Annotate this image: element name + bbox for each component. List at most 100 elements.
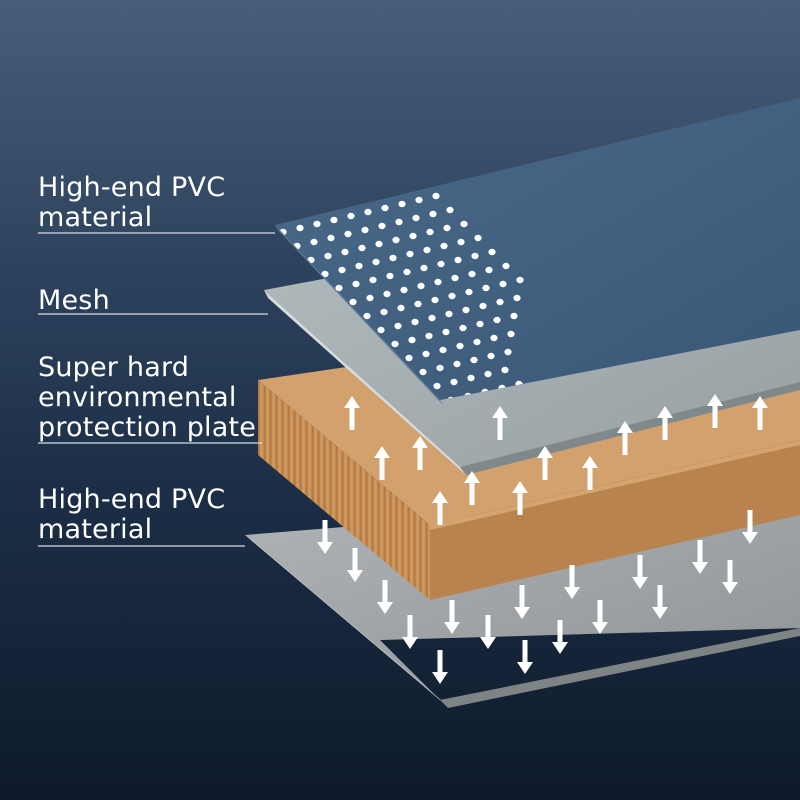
dot (510, 312, 518, 320)
dot (493, 316, 501, 324)
dot (432, 192, 440, 200)
dot (499, 280, 507, 288)
up-arrows (344, 394, 768, 525)
down-arrow-icon (377, 580, 393, 614)
dot (381, 204, 389, 212)
dot (358, 244, 366, 252)
dot (429, 210, 437, 218)
dot (470, 356, 478, 364)
dot (372, 258, 380, 266)
dot (513, 294, 521, 302)
dot (496, 298, 504, 306)
dot (347, 212, 355, 220)
dot (474, 234, 482, 242)
dot (448, 292, 456, 300)
dot (442, 328, 450, 336)
dot (450, 378, 458, 386)
dot (420, 264, 428, 272)
dot (330, 216, 338, 224)
down-arrow-icon (564, 565, 580, 599)
dot (397, 304, 405, 312)
up-arrow-icon (582, 456, 598, 490)
dot (405, 354, 413, 362)
dot (439, 346, 447, 354)
down-arrow-icon (652, 585, 668, 619)
down-arrow-icon (742, 510, 758, 544)
dot (403, 268, 411, 276)
dot (446, 206, 454, 214)
dot (406, 250, 414, 258)
dot (426, 228, 434, 236)
dot (391, 340, 399, 348)
dot (456, 342, 464, 350)
dot (338, 266, 346, 274)
top-pvc-layer (275, 98, 800, 406)
down-arrow-icon (592, 600, 608, 634)
down-arrow-icon (317, 520, 333, 554)
up-arrow-icon (464, 471, 480, 505)
dot (504, 348, 512, 356)
dot (378, 222, 386, 230)
dot (465, 288, 473, 296)
dot (335, 284, 343, 292)
dot (462, 306, 470, 314)
down-arrow-icon (722, 560, 738, 594)
dot (485, 266, 493, 274)
dot (507, 330, 515, 338)
label-plate: Super hard environmental protection plat… (38, 352, 257, 443)
up-arrow-icon (617, 421, 633, 455)
dot (366, 294, 374, 302)
dot (364, 208, 372, 216)
dot (488, 248, 496, 256)
dot (395, 218, 403, 226)
dot (321, 270, 329, 278)
dot (414, 300, 422, 308)
dot (453, 360, 461, 368)
down-arrow-icon (444, 600, 460, 634)
dot (408, 336, 416, 344)
label-bottom-pvc: High-end PVC material (38, 484, 226, 545)
dot (502, 262, 510, 270)
dot (484, 370, 492, 378)
up-arrow-icon (492, 406, 508, 440)
dot (411, 318, 419, 326)
dot (409, 232, 417, 240)
dot (459, 324, 467, 332)
dot (490, 334, 498, 342)
up-arrow-icon (537, 446, 553, 480)
dot (440, 242, 448, 250)
label-mesh: Mesh (38, 285, 110, 316)
dot (324, 252, 332, 260)
dot (313, 220, 321, 228)
dot (310, 238, 318, 246)
dot (443, 224, 451, 232)
down-arrow-icon (692, 540, 708, 574)
down-arrow-icon (517, 640, 533, 674)
dot (436, 364, 444, 372)
down-arrow-icon (552, 620, 568, 654)
dot (419, 368, 427, 376)
dot (479, 302, 487, 310)
dot (434, 278, 442, 286)
dot (392, 236, 400, 244)
dot (516, 276, 524, 284)
dot (349, 298, 357, 306)
dot (422, 350, 430, 358)
dot (296, 224, 304, 232)
dot (398, 200, 406, 208)
dot (482, 284, 490, 292)
dot (460, 220, 468, 228)
dot (471, 252, 479, 260)
dot (355, 262, 363, 270)
up-arrow-icon (432, 491, 448, 525)
leader-lines (38, 232, 275, 547)
dot (383, 290, 391, 298)
dot (423, 246, 431, 254)
down-arrow-icon (347, 548, 363, 582)
dot (361, 226, 369, 234)
dot (380, 308, 388, 316)
dot (454, 256, 462, 264)
dot (417, 282, 425, 290)
dot (389, 254, 397, 262)
dot (394, 322, 402, 330)
